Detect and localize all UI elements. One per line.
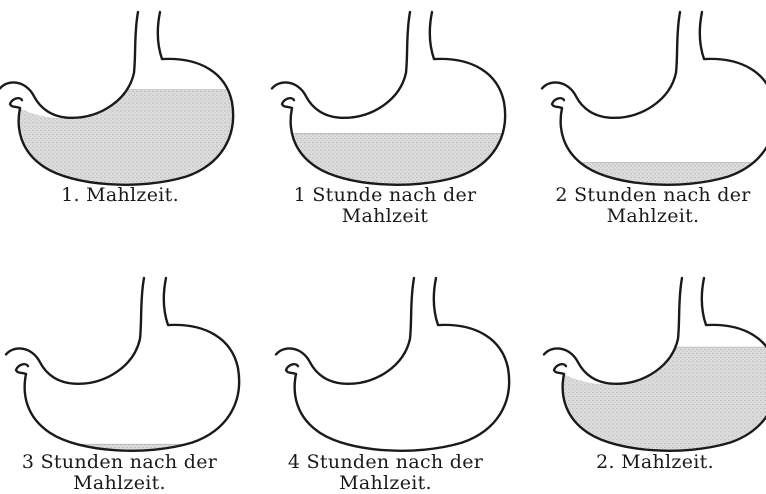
pylorus-outline — [554, 364, 566, 374]
caption-line: Mahlzeit — [280, 206, 490, 227]
stomach-outline-outer — [25, 278, 239, 451]
stomach-panel-3 — [542, 12, 766, 194]
stomach-outline-outer — [295, 278, 509, 451]
stomach-panel-1 — [0, 12, 240, 194]
stomach-outline-inner — [0, 12, 138, 118]
stomach-panel-6 — [544, 278, 766, 460]
pylorus-outline — [552, 98, 564, 108]
caption-panel-5: 4 Stunden nach der Mahlzeit. — [278, 452, 493, 494]
stomach-outline-inner — [544, 278, 682, 384]
stomach-outline-inner — [272, 12, 410, 118]
stomach-contents — [544, 347, 766, 460]
stomach-panel-4 — [6, 278, 246, 460]
pylorus-outline — [16, 364, 28, 374]
caption-panel-1: 1. Mahlzeit. — [20, 185, 220, 206]
pylorus-outline — [282, 98, 294, 108]
caption-line: 1. Mahlzeit. — [20, 185, 220, 206]
caption-line: 4 Stunden nach der — [278, 452, 493, 473]
caption-panel-2: 1 Stunde nach der Mahlzeit — [280, 185, 490, 227]
stomach-outline-inner — [6, 278, 144, 384]
caption-line: 2 Stunden nach der — [548, 185, 758, 206]
stomach-panel-5 — [276, 278, 509, 451]
caption-line: 1 Stunde nach der — [280, 185, 490, 206]
caption-line: Mahlzeit. — [278, 473, 493, 494]
stomach-outline-inner — [276, 278, 414, 384]
pylorus-outline — [10, 98, 22, 108]
caption-line: Mahlzeit. — [548, 206, 758, 227]
stomach-outline-inner — [542, 12, 680, 118]
caption-panel-6: 2. Mahlzeit. — [555, 452, 755, 473]
stomach-contents — [0, 90, 240, 195]
pylorus-outline — [286, 364, 298, 374]
stomach-panel-2 — [272, 12, 512, 194]
caption-panel-3: 2 Stunden nach der Mahlzeit. — [548, 185, 758, 227]
caption-line: 2. Mahlzeit. — [555, 452, 755, 473]
caption-line: 3 Stunden nach der — [12, 452, 227, 473]
caption-line: Mahlzeit. — [12, 473, 227, 494]
caption-panel-4: 3 Stunden nach der Mahlzeit. — [12, 452, 227, 494]
